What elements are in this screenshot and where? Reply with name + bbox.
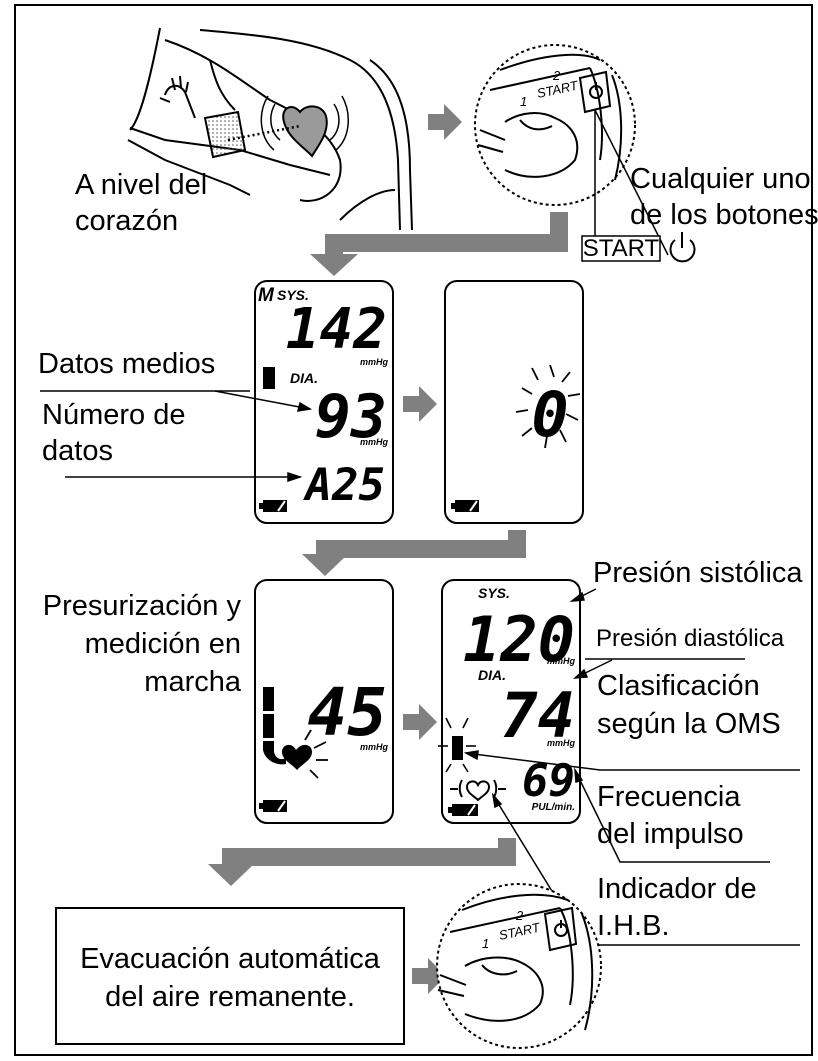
svg-text:mmHg: mmHg bbox=[360, 742, 389, 752]
svg-text:2: 2 bbox=[552, 68, 561, 83]
pulse-label-2: del impulso bbox=[597, 818, 744, 850]
heart-level-label-2: corazón bbox=[75, 205, 179, 237]
diastolic-value: 74 bbox=[500, 679, 575, 752]
svg-text:1: 1 bbox=[520, 94, 527, 109]
svg-text:mmHg: mmHg bbox=[360, 437, 389, 447]
svg-text:mmHg: mmHg bbox=[360, 357, 389, 367]
person-illustration bbox=[127, 27, 413, 231]
lcd-display-average bbox=[254, 280, 394, 524]
battery-icon-4 bbox=[448, 804, 478, 816]
pressurizing-label-3: marcha bbox=[144, 666, 241, 698]
svg-text:1: 1 bbox=[482, 936, 489, 951]
average-data-label: Datos medios bbox=[38, 348, 216, 380]
ihb-label-1: Indicador de bbox=[597, 873, 757, 905]
ihb-heart-icon bbox=[450, 779, 506, 802]
data-count-value: A25 bbox=[303, 460, 385, 511]
arrow-right-4 bbox=[412, 958, 446, 994]
diastolic-label: Presión diastólica bbox=[596, 625, 785, 652]
pulse-label-1: Frecuencia bbox=[597, 781, 741, 813]
outer-frame bbox=[14, 4, 813, 1056]
avg-systolic-value: 142 bbox=[286, 297, 387, 362]
who-label-2: según la OMS bbox=[597, 708, 781, 740]
lcd-display-result bbox=[438, 579, 581, 824]
exhaust-label-2: del aire remanente. bbox=[105, 981, 355, 1013]
arrow-down-2 bbox=[302, 530, 526, 576]
arrow-down-3 bbox=[208, 838, 516, 886]
arrow-right-2 bbox=[403, 386, 437, 422]
start-key-box bbox=[581, 235, 661, 262]
any-button-label-2: de los botones bbox=[630, 199, 818, 231]
svg-text:mmHg: mmHg bbox=[547, 738, 576, 748]
lcd-display-pressurizing bbox=[254, 579, 394, 824]
svg-text:2: 2 bbox=[515, 908, 524, 923]
device-closeup-top: 1 2 START bbox=[474, 44, 636, 206]
power-icon bbox=[669, 232, 696, 263]
cuff-pressure-value: 45 bbox=[308, 674, 387, 751]
lcd-text: M SYS. 142 mmHg DIA. 93 mmHg A25 0 45 mm… bbox=[258, 285, 575, 813]
data-count-label-1: Número de bbox=[42, 399, 186, 431]
any-button-label-1: Cualquier uno bbox=[630, 163, 811, 195]
svg-text:mmHg: mmHg bbox=[547, 656, 576, 666]
pressurizing-label-2: medición en bbox=[84, 628, 241, 660]
battery-icon-1 bbox=[259, 500, 287, 512]
zero-value: 0 bbox=[531, 378, 568, 451]
who-label-1: Clasificación bbox=[597, 670, 760, 702]
svg-text:SYS.: SYS. bbox=[478, 585, 510, 601]
battery-icon-3 bbox=[259, 800, 287, 812]
heart-symbol-icon bbox=[282, 744, 312, 770]
arrow-right-3 bbox=[403, 704, 437, 740]
pressurizing-label-1: Presurización y bbox=[42, 590, 241, 622]
pulse-value: 69 bbox=[522, 756, 575, 807]
exhaust-label-1: Evacuación automática bbox=[80, 943, 380, 975]
data-count-label-2: datos bbox=[42, 435, 113, 467]
average-leader-lines bbox=[40, 390, 313, 483]
heart-level-label-1: A nivel del bbox=[75, 169, 208, 201]
battery-icon-2 bbox=[451, 500, 479, 512]
arrow-down-1 bbox=[310, 212, 568, 276]
arrow-right-1 bbox=[428, 104, 462, 140]
lcd-display-zero bbox=[444, 280, 584, 524]
button-leader-lines bbox=[594, 109, 669, 256]
avg-diastolic-value: 93 bbox=[315, 382, 387, 452]
start-key-label: START bbox=[582, 235, 660, 262]
svg-text:SYS.: SYS. bbox=[277, 287, 309, 303]
systolic-label: Presión sistólica bbox=[593, 557, 803, 589]
svg-text:DIA.: DIA. bbox=[290, 370, 318, 386]
device-closeup-bottom: 1 2 START bbox=[436, 883, 602, 1049]
ihb-label-2: I.H.B. bbox=[597, 910, 670, 942]
m-mark: M bbox=[258, 285, 275, 306]
svg-text:PUL/min.: PUL/min. bbox=[532, 802, 575, 813]
systolic-value: 120 bbox=[463, 603, 575, 676]
exhaust-box bbox=[55, 907, 405, 1045]
svg-text:DIA.: DIA. bbox=[478, 667, 506, 683]
